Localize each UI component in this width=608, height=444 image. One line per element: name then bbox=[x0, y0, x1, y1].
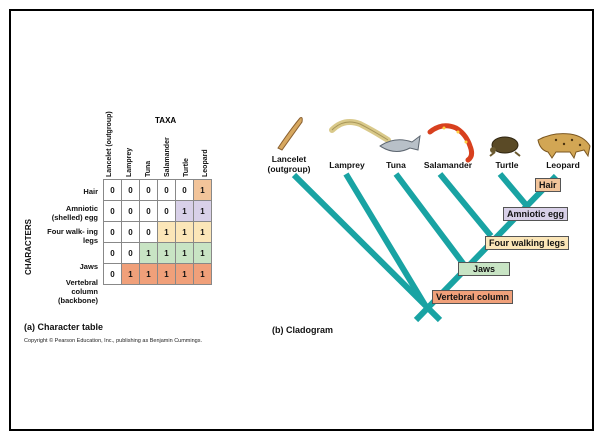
table-row: 0 0 1 1 1 1 bbox=[103, 242, 212, 264]
copyright-notice: Copyright © Pearson Education, Inc., pub… bbox=[24, 338, 203, 344]
character-tag-jaws: Jaws bbox=[458, 262, 511, 276]
tree-branch-lancelet bbox=[291, 172, 443, 323]
taxon-label-leopard: Leopard bbox=[546, 160, 580, 170]
tree-branch-salamander bbox=[437, 172, 494, 238]
table-cell: 1 bbox=[139, 242, 158, 264]
tree-branch-tuna bbox=[393, 172, 468, 268]
leopard-icon bbox=[537, 133, 591, 160]
character-tag-four-walking-legs: Four walking legs bbox=[485, 236, 570, 250]
salamander-icon bbox=[427, 123, 475, 163]
table-cell: 1 bbox=[121, 263, 140, 285]
row-label-four-legs: Four walk- ing legs bbox=[47, 227, 98, 245]
lancelet-icon bbox=[277, 117, 303, 151]
cladogram-caption: (b) Cladogram bbox=[272, 325, 334, 335]
tree-branch-lamprey bbox=[343, 172, 428, 307]
table-row: 0 0 0 0 0 1 bbox=[103, 179, 212, 201]
lamprey-icon bbox=[329, 119, 391, 143]
row-label-amniotic: Amniotic (shelled) egg bbox=[51, 204, 98, 222]
row-label-vertebral: Vertebral column (backbone) bbox=[57, 278, 98, 305]
tree-branch-turtle bbox=[497, 172, 530, 208]
row-label-jaws: Jaws bbox=[79, 262, 98, 271]
taxa-header: TAXA bbox=[155, 116, 177, 125]
table-cell: 1 bbox=[175, 263, 194, 285]
table-cell: 1 bbox=[139, 263, 158, 285]
table-cell: 1 bbox=[193, 221, 212, 243]
character-tag-vertebral-column: Vertebral column bbox=[432, 290, 514, 304]
table-cell: 1 bbox=[193, 200, 212, 222]
tuna-icon bbox=[379, 134, 421, 152]
character-tag-hair: Hair bbox=[535, 178, 561, 192]
character-tag-amniotic-egg: Amniotic egg bbox=[503, 207, 569, 221]
taxon-label-turtle: Turtle bbox=[495, 160, 519, 170]
taxon-label-tuna: Tuna bbox=[386, 160, 406, 170]
table-caption: (a) Character table bbox=[24, 322, 104, 332]
taxon-label-lancelet: Lancelet (outgroup) bbox=[267, 154, 311, 174]
table-cell: 1 bbox=[193, 179, 212, 201]
table-row: 0 0 0 0 1 1 bbox=[103, 200, 212, 222]
table-cell: 1 bbox=[193, 242, 212, 264]
table-cell: 1 bbox=[175, 242, 194, 264]
turtle-icon bbox=[489, 136, 521, 157]
table-row: 0 1 1 1 1 1 bbox=[103, 263, 212, 285]
row-label-hair: Hair bbox=[83, 187, 98, 196]
taxon-label-lamprey: Lamprey bbox=[329, 160, 365, 170]
character-table: 0 0 0 0 0 1 0 0 0 0 1 1 0 0 0 1 1 1 0 0 … bbox=[103, 179, 212, 285]
table-cell: 1 bbox=[193, 263, 212, 285]
taxon-label-salamander: Salamander bbox=[423, 160, 473, 170]
table-cell: 1 bbox=[157, 263, 176, 285]
